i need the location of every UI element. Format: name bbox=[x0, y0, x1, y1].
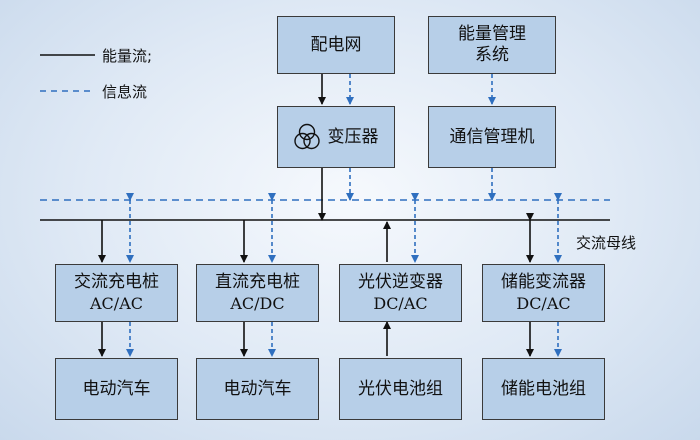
electric-vehicle-box-1: 电动汽车 bbox=[55, 358, 178, 420]
distribution-grid-label: 配电网 bbox=[310, 34, 362, 55]
pv-inverter-box: 光伏逆变器 DC/AC bbox=[339, 264, 462, 322]
battery-pack-label: 储能电池组 bbox=[501, 378, 586, 399]
legend-energy-label: 能量流; bbox=[102, 47, 153, 65]
distribution-grid-box: 配电网 bbox=[277, 16, 395, 74]
communication-manager-box: 通信管理机 bbox=[428, 106, 556, 168]
ac-charger-name: 交流充电桩 bbox=[74, 272, 159, 292]
transformer-icon bbox=[293, 123, 320, 150]
ac-charger-type: AC/AC bbox=[90, 294, 143, 313]
dc-charger-type: AC/DC bbox=[230, 294, 285, 313]
energy-management-system-box: 能量管理 系统 bbox=[428, 16, 556, 74]
storage-converter-box: 储能变流器 DC/AC bbox=[482, 264, 605, 322]
pv-inverter-name: 光伏逆变器 bbox=[358, 272, 443, 292]
ems-label-line2: 系统 bbox=[475, 45, 509, 65]
transformer-label: 变压器 bbox=[327, 126, 379, 147]
electric-vehicle-label-2: 电动汽车 bbox=[223, 378, 292, 399]
communication-manager-label: 通信管理机 bbox=[449, 126, 535, 147]
storage-converter-name: 储能变流器 bbox=[501, 272, 586, 292]
ac-charger-box: 交流充电桩 AC/AC bbox=[55, 264, 178, 322]
electric-vehicle-label-1: 电动汽车 bbox=[82, 378, 151, 399]
pv-array-label: 光伏电池组 bbox=[358, 378, 443, 399]
dc-charger-name: 直流充电桩 bbox=[215, 272, 300, 292]
storage-converter-type: DC/AC bbox=[516, 294, 571, 313]
legend-info-label: 信息流 bbox=[102, 83, 148, 101]
transformer-box: 变压器 bbox=[277, 106, 395, 168]
pv-array-box: 光伏电池组 bbox=[339, 358, 462, 420]
electric-vehicle-box-2: 电动汽车 bbox=[196, 358, 319, 420]
ems-label-line1: 能量管理 bbox=[458, 24, 526, 44]
pv-inverter-type: DC/AC bbox=[373, 294, 428, 313]
ac-bus-label: 交流母线 bbox=[576, 234, 637, 252]
dc-charger-box: 直流充电桩 AC/DC bbox=[196, 264, 319, 322]
battery-pack-box: 储能电池组 bbox=[482, 358, 605, 420]
